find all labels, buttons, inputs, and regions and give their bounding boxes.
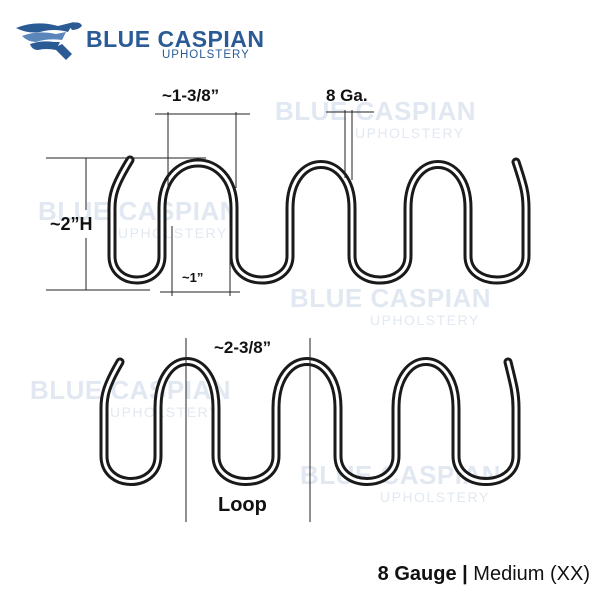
dim-height-lines — [46, 157, 206, 291]
dim-gauge-lines — [326, 110, 374, 180]
top-spring-wire — [107, 155, 531, 285]
bird-wing-logo-icon — [16, 22, 82, 60]
dim-loop-width-lines — [155, 112, 250, 188]
watermark: BLUE CASPIAN UPHOLSTERY — [290, 283, 491, 328]
dim-loop-label: Loop — [218, 494, 267, 516]
watermark-name: BLUE CASPIAN — [275, 96, 477, 126]
dim-gap-label: ~1” — [182, 270, 204, 285]
watermark-subtitle: UPHOLSTERY — [380, 489, 490, 505]
watermark: BLUE CASPIAN UPHOLSTERY — [275, 96, 476, 141]
dim-height-label: ~2”H — [50, 214, 93, 234]
watermark-name: BLUE CASPIAN — [38, 196, 240, 226]
watermark: BLUE CASPIAN UPHOLSTERY — [38, 196, 239, 241]
watermark-subtitle: UPHOLSTERY — [370, 312, 480, 328]
watermark-name: BLUE CASPIAN — [30, 375, 232, 405]
brand-logo: BLUE CASPIAN UPHOLSTERY — [14, 18, 264, 68]
brand-subtitle: UPHOLSTERY — [162, 49, 250, 61]
caption-gauge: 8 Gauge — [377, 563, 457, 585]
watermark-subtitle: UPHOLSTERY — [110, 404, 220, 420]
caption-variant: Medium (XX) — [473, 563, 590, 585]
top-spring-highlight — [110, 158, 528, 282]
watermark: BLUE CASPIAN UPHOLSTERY — [30, 375, 231, 420]
product-caption: 8 Gauge | Medium (XX) — [378, 563, 590, 586]
dim-pitch-label: ~2-3/8” — [214, 338, 272, 357]
brand-name: BLUE CASPIAN — [86, 26, 265, 52]
dim-loop-width-label: ~1-3/8” — [162, 86, 220, 105]
bottom-spring-highlight — [102, 360, 518, 483]
dim-gauge-label: 8 Ga. — [326, 86, 368, 105]
dim-pitch-lines — [185, 338, 311, 522]
watermark-subtitle: UPHOLSTERY — [355, 125, 465, 141]
dim-gap-lines — [160, 226, 240, 296]
watermark-name: BLUE CASPIAN — [290, 283, 492, 313]
caption-separator: | — [456, 563, 474, 585]
